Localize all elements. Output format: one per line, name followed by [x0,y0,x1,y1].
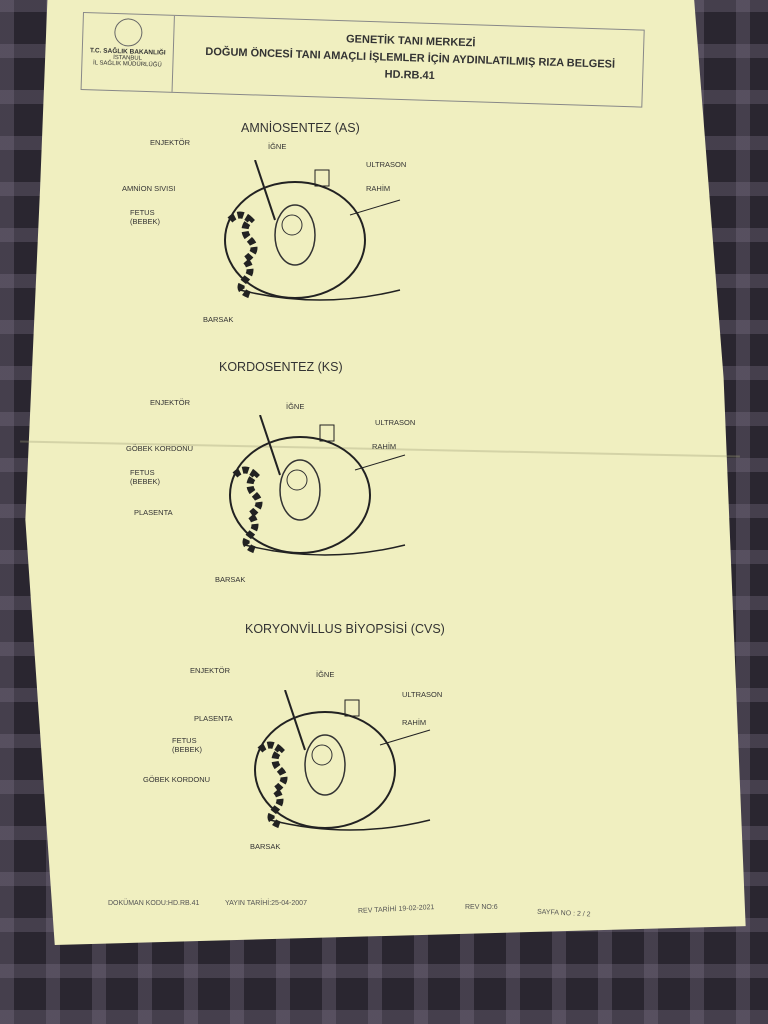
diagram-label: ULTRASON [366,160,407,169]
diagram-label: GÖBEK KORDONU [126,444,194,453]
document-page [25,0,746,945]
diagram-label: BARSAK [250,842,281,851]
diagram-label: İĞNE [286,402,305,411]
diagram-label: RAHİM [366,184,391,193]
diagram-label: İĞNE [316,670,335,679]
diagram-label: RAHİM [372,442,397,451]
footer-rev-no: REV NO:6 [465,904,498,911]
procedure-diagram [254,690,431,831]
section-title: KORDOSENTEZ (KS) [219,360,343,374]
diagram-label: ENJEKTÖR [150,138,191,147]
seal-icon [113,18,143,47]
diagram-label: PLASENTA [194,714,233,723]
diagram-label: RAHİM [402,718,427,727]
diagram-label: BARSAK [203,315,234,324]
diagram-label: FETUS (BEBEK) [172,736,203,754]
procedure-diagram [229,415,406,556]
diagram-label: FETUS (BEBEK) [130,468,161,486]
section-title: KORYONVİLLUS BİYOPSİSİ (CVS) [245,622,445,636]
footer-doc-code: DOKÜMAN KODU:HD.RB.41 [108,900,200,907]
diagram-label: GÖBEK KORDONU [143,775,211,784]
diagram-label: ULTRASON [402,690,443,699]
diagram-label: FETUS (BEBEK) [130,208,161,226]
diagram-label: AMNİON SIVISI [122,184,176,193]
procedure-diagram [224,160,401,301]
footer-publish-date: YAYIN TARİHİ:25-04-2007 [225,900,307,907]
diagram-label: ENJEKTÖR [190,666,231,675]
section-title: AMNİOSENTEZ (AS) [241,121,360,135]
ministry-logo: T.C. SAĞLIK BAKANLIĞI İSTANBUL İL SAĞLIK… [81,13,175,92]
diagram-label: BARSAK [215,575,246,584]
diagram-label: İĞNE [268,142,287,151]
diagram-label: PLASENTA [134,508,173,517]
diagram-label: ENJEKTÖR [150,398,191,407]
diagram-label: ULTRASON [375,418,416,427]
